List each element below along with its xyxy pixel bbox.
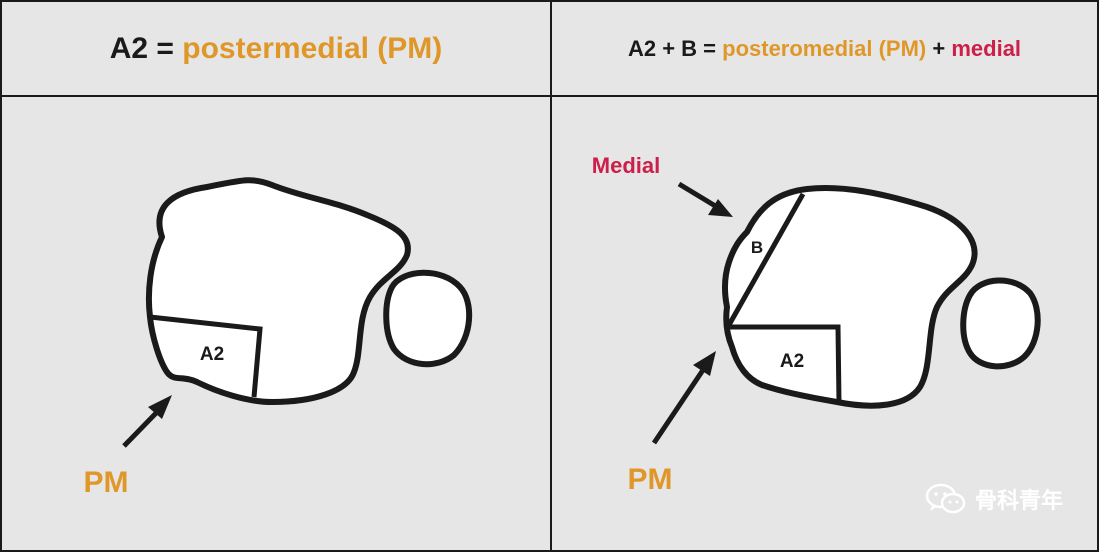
- right-medial-label: Medial: [592, 153, 660, 178]
- left-pm-label: PM: [84, 466, 129, 499]
- right-header-term-b: B: [681, 35, 698, 61]
- left-panel-header: A2 = postermedial (PM): [2, 2, 550, 97]
- right-header-plus-1: +: [656, 35, 682, 61]
- left-header-term: A2: [109, 31, 149, 65]
- right-panel: A2 + B = posteromedial (PM) + medial B A…: [550, 2, 1097, 550]
- right-fibula-outline: [960, 277, 1041, 370]
- left-a2-label: A2: [200, 344, 224, 365]
- right-a2-label: A2: [780, 351, 804, 372]
- right-pm-arrow-shaft: [651, 365, 708, 445]
- watermark-text: 骨科青年: [974, 488, 1063, 513]
- right-panel-header: A2 + B = posteromedial (PM) + medial: [552, 2, 1097, 97]
- right-header-equals: =: [697, 35, 723, 61]
- right-b-label: B: [751, 238, 763, 257]
- left-pm-arrowhead: [148, 395, 172, 419]
- right-bone-diagram: B A2 Medial PM: [592, 153, 1041, 496]
- left-a2-region: [149, 314, 263, 398]
- right-header-term-a: A2: [627, 35, 657, 61]
- right-header-result-2: medial: [951, 35, 1022, 61]
- right-medial-arrow-shaft: [677, 181, 719, 210]
- left-tibia-outline: [145, 177, 411, 405]
- right-a2-region: [729, 324, 842, 403]
- right-b-region-line: [726, 192, 806, 327]
- right-medial-arrowhead: [708, 199, 733, 217]
- wechat-icon: [925, 483, 966, 514]
- right-header-result-1: posteromedial (PM): [722, 35, 927, 61]
- watermark: 骨科青年: [925, 482, 1063, 516]
- right-tibia-outline: [721, 184, 978, 409]
- right-pm-label: PM: [628, 463, 673, 496]
- left-header-result: postermedial (PM): [182, 31, 443, 65]
- left-header-equals: =: [148, 31, 183, 65]
- left-pm-arrow-shaft: [122, 407, 162, 448]
- right-pm-arrowhead: [693, 351, 716, 376]
- right-header-plus-2: +: [926, 35, 952, 61]
- right-panel-body: B A2 Medial PM: [552, 97, 1097, 550]
- left-panel: A2 = postermedial (PM) A2 PM: [2, 2, 550, 550]
- left-fibula-outline: [383, 269, 473, 368]
- left-bone-diagram: A2 PM: [84, 177, 473, 499]
- left-panel-body: A2 PM: [2, 97, 550, 550]
